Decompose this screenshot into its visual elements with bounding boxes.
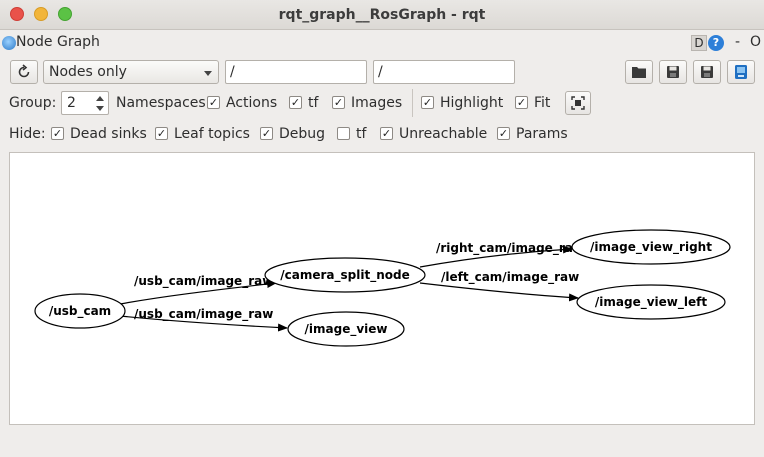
- chevron-down-icon: [204, 71, 212, 76]
- node-image-view[interactable]: /image_view: [287, 311, 405, 347]
- node-graph: /usb_cam/image_raw /usb_cam/image_raw /r…: [34, 229, 731, 347]
- node-label-image-view-right: /image_view_right: [590, 240, 712, 255]
- tf-checkbox[interactable]: ✓: [289, 96, 302, 109]
- edge-split-to-right[interactable]: [419, 245, 573, 268]
- edge-split-to-left[interactable]: [419, 282, 579, 302]
- panel-header: Node Graph D ? - O: [0, 31, 764, 55]
- topic-filter-input[interactable]: [374, 61, 514, 83]
- params-label: Params: [516, 126, 568, 142]
- window-title: rqt_graph__RosGraph - rqt: [278, 7, 486, 23]
- title-bar: rqt_graph__RosGraph - rqt: [0, 0, 764, 30]
- node-camera-split-node[interactable]: /camera_split_node: [264, 257, 426, 293]
- hide-tf-label: tf: [356, 126, 367, 142]
- actions-checkbox[interactable]: ✓: [207, 96, 220, 109]
- edge-label-usb-to-view: /usb_cam/image_raw: [134, 307, 273, 322]
- group-label: Group:: [9, 95, 57, 111]
- highlight-checkbox[interactable]: ✓: [421, 96, 434, 109]
- save-icon: [667, 66, 679, 78]
- filter-mode-value: Nodes only: [49, 64, 127, 80]
- node-filter-field[interactable]: [225, 60, 367, 84]
- fit-view-icon: [571, 96, 585, 110]
- help-button[interactable]: ?: [708, 35, 724, 51]
- images-checkbox[interactable]: ✓: [332, 96, 345, 109]
- edge-usb-to-split[interactable]: [119, 280, 277, 305]
- edge-label-split-to-right: /right_cam/image_raw: [436, 241, 584, 256]
- fit-in-view-button[interactable]: [565, 91, 591, 115]
- folder-icon: [632, 67, 646, 78]
- group-spinbox[interactable]: 2: [61, 91, 109, 115]
- hide-label: Hide:: [9, 126, 46, 142]
- filter-mode-select[interactable]: Nodes only: [43, 60, 219, 84]
- edge-label-usb-to-split: /usb_cam/image_raw: [134, 274, 273, 289]
- toolbar-separator: [412, 89, 413, 117]
- leaf-topics-label: Leaf topics: [174, 126, 250, 142]
- node-label-image-view-left: /image_view_left: [595, 295, 707, 310]
- unreachable-label: Unreachable: [399, 126, 488, 142]
- refresh-button[interactable]: [10, 60, 38, 84]
- hide-tf-checkbox[interactable]: [337, 127, 350, 140]
- namespaces-label: Namespaces: [116, 95, 206, 111]
- node-label-usb-cam: /usb_cam: [49, 304, 111, 319]
- unreachable-checkbox[interactable]: ✓: [380, 127, 393, 140]
- save-dot-button[interactable]: [659, 60, 687, 84]
- minimize-panel-button[interactable]: -: [735, 34, 741, 50]
- load-dot-button[interactable]: [625, 60, 653, 84]
- close-panel-button[interactable]: O: [750, 34, 762, 50]
- fit-checkbox[interactable]: ✓: [515, 96, 528, 109]
- node-label-camera-split-node: /camera_split_node: [280, 268, 409, 283]
- node-label-image-view: /image_view: [305, 322, 388, 337]
- node-image-view-right[interactable]: /image_view_right: [571, 229, 731, 265]
- dock-button[interactable]: D: [691, 35, 707, 51]
- export-image-button[interactable]: [727, 60, 755, 84]
- save-icon: [701, 66, 713, 78]
- panel-title: Node Graph: [16, 34, 100, 50]
- dead-sinks-checkbox[interactable]: ✓: [51, 127, 64, 140]
- leaf-topics-checkbox[interactable]: ✓: [155, 127, 168, 140]
- debug-checkbox[interactable]: ✓: [260, 127, 273, 140]
- tf-label: tf: [308, 95, 319, 111]
- highlight-label: Highlight: [440, 95, 504, 111]
- edge-label-split-to-left: /left_cam/image_raw: [441, 270, 579, 285]
- screenshot-icon: [735, 65, 747, 79]
- node-filter-input[interactable]: [226, 61, 366, 83]
- spin-down-icon[interactable]: [96, 106, 104, 111]
- node-graph-icon: [2, 36, 16, 50]
- debug-label: Debug: [279, 126, 326, 142]
- images-label: Images: [351, 95, 403, 111]
- close-window-button[interactable]: [10, 7, 24, 21]
- maximize-window-button[interactable]: [58, 7, 72, 21]
- edge-usb-to-view[interactable]: [119, 315, 288, 332]
- spin-up-icon[interactable]: [96, 96, 104, 101]
- params-checkbox[interactable]: ✓: [497, 127, 510, 140]
- dead-sinks-label: Dead sinks: [70, 126, 147, 142]
- graph-canvas[interactable]: /usb_cam/image_raw /usb_cam/image_raw /r…: [9, 152, 755, 425]
- refresh-icon: [18, 64, 30, 78]
- group-value: 2: [67, 95, 76, 111]
- node-usb-cam[interactable]: /usb_cam: [34, 293, 126, 329]
- actions-label: Actions: [226, 95, 278, 111]
- topic-filter-field[interactable]: [373, 60, 515, 84]
- minimize-window-button[interactable]: [34, 7, 48, 21]
- node-image-view-left[interactable]: /image_view_left: [576, 284, 726, 320]
- fit-label: Fit: [534, 95, 551, 111]
- save-svg-button[interactable]: [693, 60, 721, 84]
